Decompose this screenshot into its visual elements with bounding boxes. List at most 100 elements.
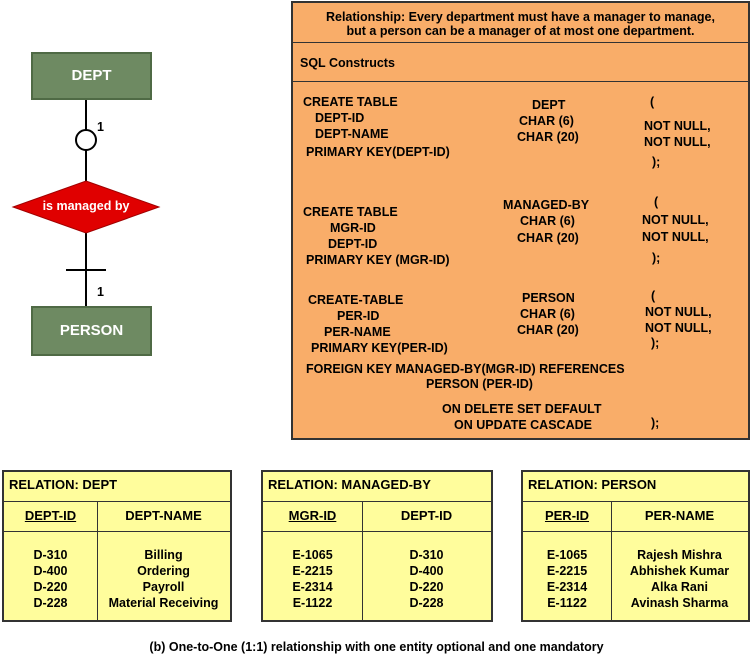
relation-managed-by-col1-header: MGR-ID <box>263 502 362 532</box>
list-item: D-228 <box>409 596 444 610</box>
create-table-person: CREATE-TABLE <box>308 293 404 307</box>
list-item: D-400 <box>409 564 444 578</box>
type-per-name: CHAR (20) <box>517 323 579 337</box>
col-mgr-id: MGR-ID <box>330 221 376 235</box>
pk-dept: PRIMARY KEY(DEPT-ID) <box>306 145 450 159</box>
entity-dept-label: DEPT <box>71 67 112 84</box>
col-dept-id: DEPT-ID <box>315 111 365 125</box>
figure-caption: (b) One-to-One (1:1) relationship with o… <box>149 640 604 654</box>
relation-person-col1-header: PER-ID <box>523 502 611 532</box>
on-delete-clause: ON DELETE SET DEFAULT <box>442 402 602 416</box>
on-update-clause: ON UPDATE CASCADE <box>454 418 592 432</box>
list-item: E-2314 <box>546 580 588 594</box>
col-per-name: PER-NAME <box>324 325 391 339</box>
close-3: ); <box>651 336 660 350</box>
list-item: Alka Rani <box>651 580 708 594</box>
per-name-header: PER-NAME <box>644 508 715 523</box>
table-name-managed-by: MANAGED-BY <box>503 198 590 212</box>
entity-dept: DEPT <box>31 52 152 100</box>
table-name-dept: DEPT <box>532 98 566 112</box>
pk-managed-by: PRIMARY KEY (MGR-ID) <box>306 253 450 267</box>
relation-person-col2-header: PER-NAME <box>611 502 748 532</box>
cons-mgr-id: NOT NULL, <box>642 213 709 227</box>
final-close: ); <box>651 416 660 430</box>
list-item: E-2215 <box>546 564 588 578</box>
entity-person-label: PERSON <box>59 322 124 339</box>
list-item: Billing <box>144 548 183 562</box>
cons-per-id: NOT NULL, <box>645 305 712 319</box>
relationship-statement: Relationship: Every department must have… <box>293 3 748 43</box>
relationship-diamond <box>11 180 161 234</box>
list-item: E-2215 <box>292 564 333 578</box>
list-item: E-1122 <box>547 596 587 610</box>
entity-person: PERSON <box>31 306 152 356</box>
relationship-label: is managed by <box>42 199 130 213</box>
per-id-header: PER-ID <box>544 508 590 523</box>
relation-dept-table: RELATION: DEPT DEPT-ID DEPT-NAME D-310 D… <box>2 470 232 622</box>
list-item: E-1122 <box>292 596 333 610</box>
paren-open-2: ( <box>654 195 659 209</box>
col-per-id: PER-ID <box>337 309 380 323</box>
cardinality-top: 1 <box>97 120 104 134</box>
col-dept-name: DEPT-NAME <box>315 127 389 141</box>
dept-id-header: DEPT-ID <box>24 508 77 523</box>
mgr-id-header: MGR-ID <box>288 508 337 523</box>
column-divider <box>362 502 363 620</box>
list-item: E-1065 <box>546 548 588 562</box>
list-item: Payroll <box>142 580 185 594</box>
type-dept-name: CHAR (20) <box>517 130 579 144</box>
cons-dept-id: NOT NULL, <box>644 119 711 133</box>
relation-dept-title: RELATION: DEPT <box>4 472 230 502</box>
list-item: E-2314 <box>292 580 333 594</box>
column-divider <box>611 502 612 620</box>
close-1: ); <box>652 155 661 169</box>
type-dept-id: CHAR (6) <box>519 114 574 128</box>
cons-dept-name: NOT NULL, <box>644 135 711 149</box>
list-item: Ordering <box>137 564 190 578</box>
optional-circle-marker <box>75 129 97 151</box>
relation-managed-by-title: RELATION: MANAGED-BY <box>263 472 491 502</box>
create-table-dept: CREATE TABLE <box>303 95 398 109</box>
list-item: D-310 <box>33 548 68 562</box>
list-item: D-310 <box>409 548 444 562</box>
relationship-line-2: but a person can be a manager of at most… <box>346 24 695 38</box>
dept-name-header: DEPT-NAME <box>125 508 202 523</box>
relation-person-table: RELATION: PERSON PER-ID PER-NAME E-1065 … <box>521 470 750 622</box>
list-item: D-220 <box>409 580 444 594</box>
column-divider <box>97 502 98 620</box>
list-item: D-400 <box>33 564 68 578</box>
relation-dept-col1-header: DEPT-ID <box>4 502 97 532</box>
foreign-key-line: FOREIGN KEY MANAGED-BY(MGR-ID) REFERENCE… <box>306 362 625 376</box>
create-table-managed-by: CREATE TABLE <box>303 205 398 219</box>
relationship-line-1: Relationship: Every department must have… <box>325 10 715 24</box>
mb-dept-id-header: DEPT-ID <box>400 508 453 523</box>
er-diagram <box>11 98 161 307</box>
list-item: E-1065 <box>292 548 333 562</box>
type-mb-dept-id: CHAR (20) <box>517 231 579 245</box>
list-item: Abhishek Kumar <box>629 564 730 578</box>
relation-managed-by-col2-header: DEPT-ID <box>362 502 491 532</box>
relation-person-title: RELATION: PERSON <box>523 472 748 502</box>
table-name-person: PERSON <box>522 291 575 305</box>
cons-per-name: NOT NULL, <box>645 321 712 335</box>
pk-person: PRIMARY KEY(PER-ID) <box>311 341 448 355</box>
list-item: Rajesh Mishra <box>637 548 722 562</box>
list-item: D-228 <box>33 596 68 610</box>
type-mgr-id: CHAR (6) <box>520 214 575 228</box>
paren-open-1: ( <box>650 95 655 109</box>
sql-constructs-title: SQL Constructs <box>300 56 395 70</box>
paren-open-3: ( <box>651 289 656 303</box>
col-mb-dept-id: DEPT-ID <box>328 237 378 251</box>
sql-panel: Relationship: Every department must have… <box>291 1 750 440</box>
list-item: Material Receiving <box>108 596 219 610</box>
cardinality-bottom: 1 <box>97 285 104 299</box>
list-item: Avinash Sharma <box>630 596 729 610</box>
type-per-id: CHAR (6) <box>520 307 575 321</box>
list-item: D-220 <box>33 580 68 594</box>
relation-dept-col2-header: DEPT-NAME <box>97 502 230 532</box>
foreign-key-reference: PERSON (PER-ID) <box>426 377 533 391</box>
relation-managed-by-table: RELATION: MANAGED-BY MGR-ID DEPT-ID E-10… <box>261 470 493 622</box>
cons-mb-dept-id: NOT NULL, <box>642 230 709 244</box>
close-2: ); <box>652 251 661 265</box>
sql-constructs-header: SQL Constructs <box>293 43 748 82</box>
